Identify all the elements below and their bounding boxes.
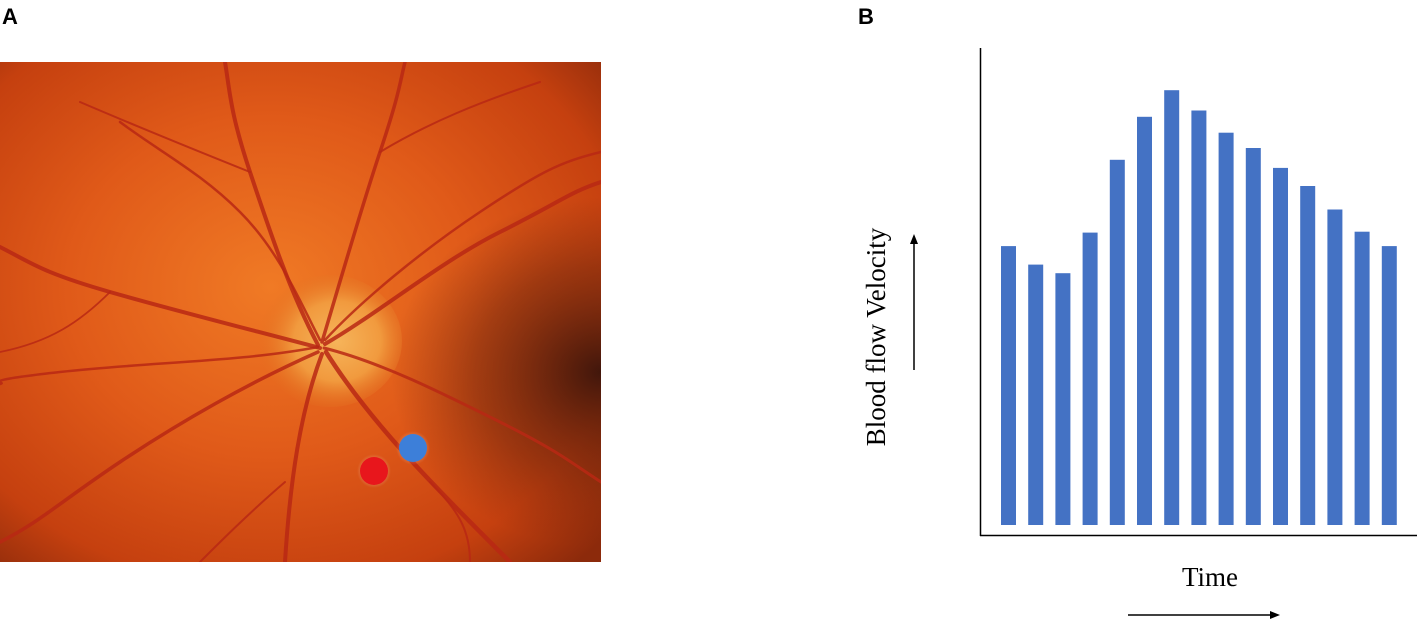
bar-7 [1164,90,1180,525]
blue-measurement-marker [399,434,427,462]
bar-11 [1273,167,1288,525]
panel-b-label: B [858,4,874,29]
bar-9 [1218,132,1234,525]
fundus-photograph [0,62,601,562]
bar-6 [1137,116,1152,526]
bar-14 [1354,231,1370,525]
panel-a-label: A [2,4,18,29]
bar-15 [1381,246,1397,525]
bar-2 [1028,264,1044,525]
y-axis-arrowhead [910,234,918,244]
bar-1 [1001,246,1016,525]
y-axis-title: Blood flow Velocity [861,227,891,446]
x-axis-title: Time [1182,562,1238,592]
red-measurement-marker [360,457,388,485]
bar-series [1001,90,1397,526]
bar-5 [1109,159,1125,526]
bar-4 [1082,232,1098,525]
bar-3 [1055,273,1071,525]
bar-13 [1327,209,1343,525]
bar-12 [1300,186,1316,525]
bar-10 [1245,148,1261,525]
blood-flow-bar-chart: Blood flow Velocity Time [861,48,1417,619]
bar-8 [1191,110,1207,525]
x-axis-arrowhead [1270,611,1280,619]
